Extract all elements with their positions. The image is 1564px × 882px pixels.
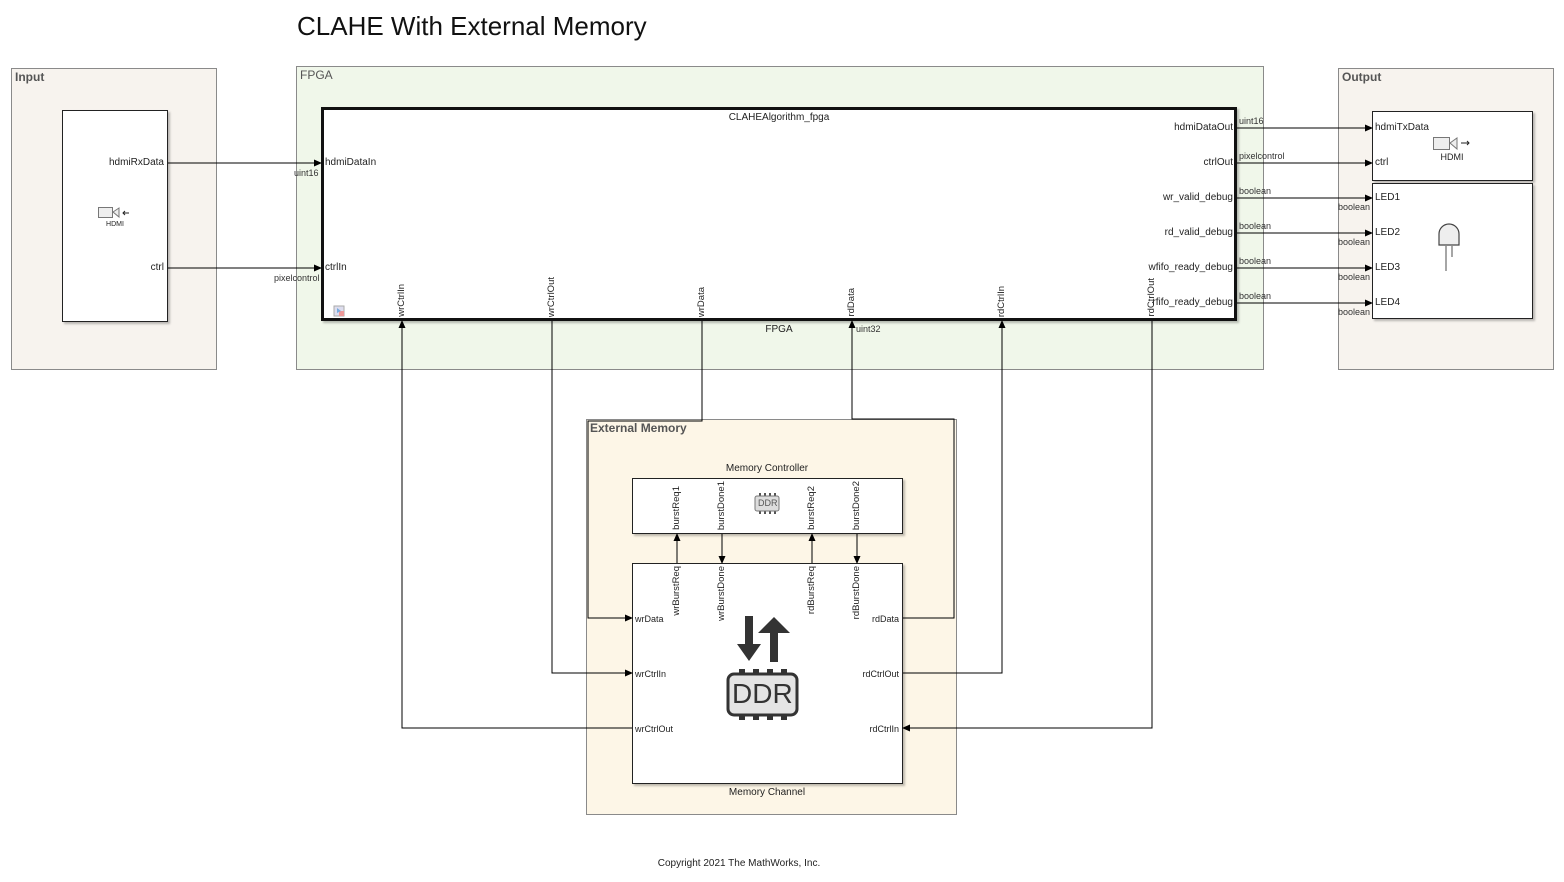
hdmi-output-icon-label: HDMI	[1440, 152, 1464, 162]
fpga-block-name: CLAHEAlgorithm_fpga	[728, 112, 830, 123]
fpga-block-caption: FPGA	[765, 324, 793, 335]
ddr-chip-label: DDR	[758, 498, 778, 508]
port-hdmiDataIn: hdmiDataIn	[325, 157, 377, 168]
ddr-memory-icon: DDR	[726, 669, 799, 720]
port-wr-valid-debug: wr_valid_debug	[1162, 192, 1233, 203]
port-LED1: LED1	[1375, 192, 1401, 203]
signal-type-out-0: uint16	[1239, 116, 1264, 126]
signal-type-out-1: pixelcontrol	[1239, 151, 1285, 161]
port-mc-rdCtrlOut: rdCtrlOut	[862, 669, 899, 679]
external-memory-area-label: External Memory	[590, 421, 687, 435]
led-icon	[1438, 223, 1460, 271]
signal-type-uint32: uint32	[856, 324, 881, 334]
output-area-label: Output	[1342, 70, 1382, 84]
port-mc-wrCtrlIn: wrCtrlIn	[635, 669, 666, 679]
signal-type-out-5: boolean	[1239, 291, 1272, 301]
copyright: Copyright 2021 The MathWorks, Inc.	[657, 858, 821, 869]
ddr-memory-label: DDR	[732, 678, 793, 709]
port-LED4: LED4	[1375, 297, 1401, 308]
port-rfifo-ready-debug: rfifo_ready_debug	[1152, 297, 1233, 308]
signal-type-pixelcontrol-in: pixelcontrol	[274, 273, 320, 283]
port-mc-wrCtrlOut: wrCtrlOut	[635, 724, 673, 734]
hdmi-camera-icon	[1433, 137, 1470, 150]
port-rd-valid-debug: rd_valid_debug	[1164, 227, 1233, 238]
signal-type-led-0: boolean	[1338, 202, 1371, 212]
signal-type-led-2: boolean	[1338, 272, 1371, 282]
signal-type-led-1: boolean	[1338, 237, 1371, 247]
port-LED2: LED2	[1375, 227, 1401, 238]
wire-wrData[interactable]	[587, 321, 703, 622]
signal-type-out-4: boolean	[1239, 256, 1272, 266]
hdmi-input-block[interactable]	[62, 110, 168, 322]
port-wfifo-ready-debug: wfifo_ready_debug	[1148, 262, 1233, 273]
port-ctrlIn: ctrlIn	[325, 262, 347, 273]
signal-type-led-3: boolean	[1338, 307, 1371, 317]
wire-wrCtrlOut-to-fpga[interactable]	[398, 320, 632, 729]
input-area-label: Input	[15, 70, 45, 84]
ddr-chip-icon: DDR	[754, 493, 780, 514]
subsystem-icon	[333, 305, 345, 317]
port-LED3: LED3	[1375, 262, 1401, 273]
transfer-arrows-icon	[737, 616, 790, 662]
hdmi-output-block[interactable]	[1372, 111, 1533, 181]
fpga-area-label: FPGA	[300, 68, 333, 82]
signal-type-uint16-in: uint16	[294, 168, 319, 178]
clahe-fpga-block[interactable]	[321, 107, 1237, 321]
hdmi-input-icon-label: HDMI	[106, 221, 124, 228]
signal-type-out-2: boolean	[1239, 186, 1272, 196]
port-hdmiTxData: hdmiTxData	[1375, 122, 1429, 133]
port-hdmiRxData: hdmiRxData	[108, 157, 164, 168]
page-title: CLAHE With External Memory	[297, 11, 647, 41]
wire-wrCtrlOut-to-memory[interactable]	[551, 321, 633, 677]
port-ctrlOut: ctrlOut	[1203, 157, 1233, 168]
port-ctrl: ctrl	[150, 262, 164, 273]
port-mc-wrData: wrData	[635, 614, 664, 624]
memory-controller-caption: Memory Controller	[725, 463, 809, 474]
port-out-ctrl: ctrl	[1375, 157, 1389, 168]
hdmi-camera-icon	[98, 207, 129, 218]
wire-rdCtrlIn[interactable]	[902, 321, 1153, 732]
port-mc-rdData: rdData	[871, 614, 899, 624]
wire-rdCtrlOut[interactable]	[903, 320, 1006, 674]
wire-rdData[interactable]	[848, 320, 955, 619]
port-mc-rdCtrlIn: rdCtrlIn	[869, 724, 899, 734]
memory-channel-caption: Memory Channel	[728, 787, 806, 798]
port-hdmiDataOut: hdmiDataOut	[1174, 122, 1233, 133]
signal-type-out-3: boolean	[1239, 221, 1272, 231]
